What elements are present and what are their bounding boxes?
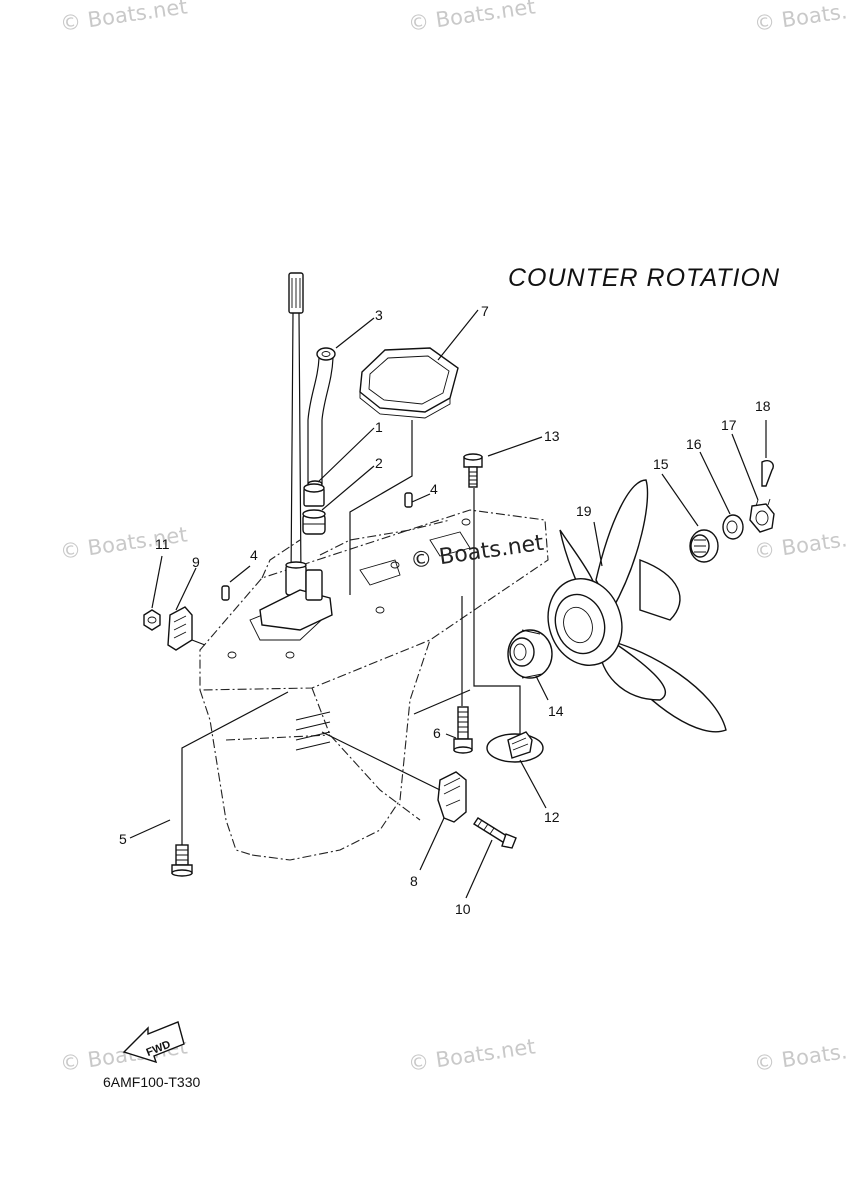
diagram-title: COUNTER ROTATION: [508, 264, 781, 292]
anode-plate: [167, 606, 193, 651]
ref-3: 3: [375, 307, 383, 323]
ref-4: 4: [430, 481, 438, 497]
washer: [722, 514, 744, 540]
ref-12: 12: [544, 809, 560, 825]
ref-9: 9: [192, 554, 200, 570]
ref-17: 17: [721, 417, 737, 433]
bolt: [473, 817, 517, 849]
thrust-holder: [507, 629, 553, 679]
water-pump-housing: [259, 569, 333, 631]
ref-19: 19: [576, 503, 592, 519]
fwd-arrow-icon: FWD: [122, 1021, 185, 1064]
drive-shaft: [285, 272, 307, 596]
bolt: [453, 706, 473, 754]
ref-10: 10: [455, 901, 471, 917]
dowel-pin: [221, 492, 413, 601]
leader-lines: [129, 309, 767, 899]
gasket: [359, 347, 459, 419]
ref-11: 11: [155, 536, 170, 552]
cotter-pin: [761, 460, 774, 487]
grommet: [303, 483, 325, 507]
propeller: [547, 479, 727, 733]
ref-6: 6: [433, 725, 441, 741]
spacer: [689, 529, 719, 563]
anode: [486, 731, 544, 763]
ref-5: 5: [119, 831, 127, 847]
lower-casing: [199, 509, 549, 861]
ref-18: 18: [755, 398, 771, 414]
ref-1: 1: [375, 419, 383, 435]
ref-15: 15: [653, 456, 669, 472]
ref-2: 2: [375, 455, 383, 471]
reference-numbers: 1 2 3 4 4 5 6 7 8 9 10 11 12 13 14 15 16…: [119, 303, 771, 917]
ref-13: 13: [544, 428, 560, 444]
ref-7: 7: [481, 303, 489, 319]
ref-4: 4: [250, 547, 258, 563]
seal-rubber: [302, 509, 326, 535]
bolt: [171, 844, 193, 877]
ref-8: 8: [410, 873, 418, 889]
ref-16: 16: [686, 436, 702, 452]
bolt: [463, 453, 483, 488]
trim-tab: [437, 771, 467, 823]
ref-14: 14: [548, 703, 564, 719]
water-tube: [307, 347, 336, 488]
diagram-code: 6AMF100-T330: [103, 1074, 201, 1090]
nut: [143, 609, 161, 631]
nut: [749, 498, 775, 533]
